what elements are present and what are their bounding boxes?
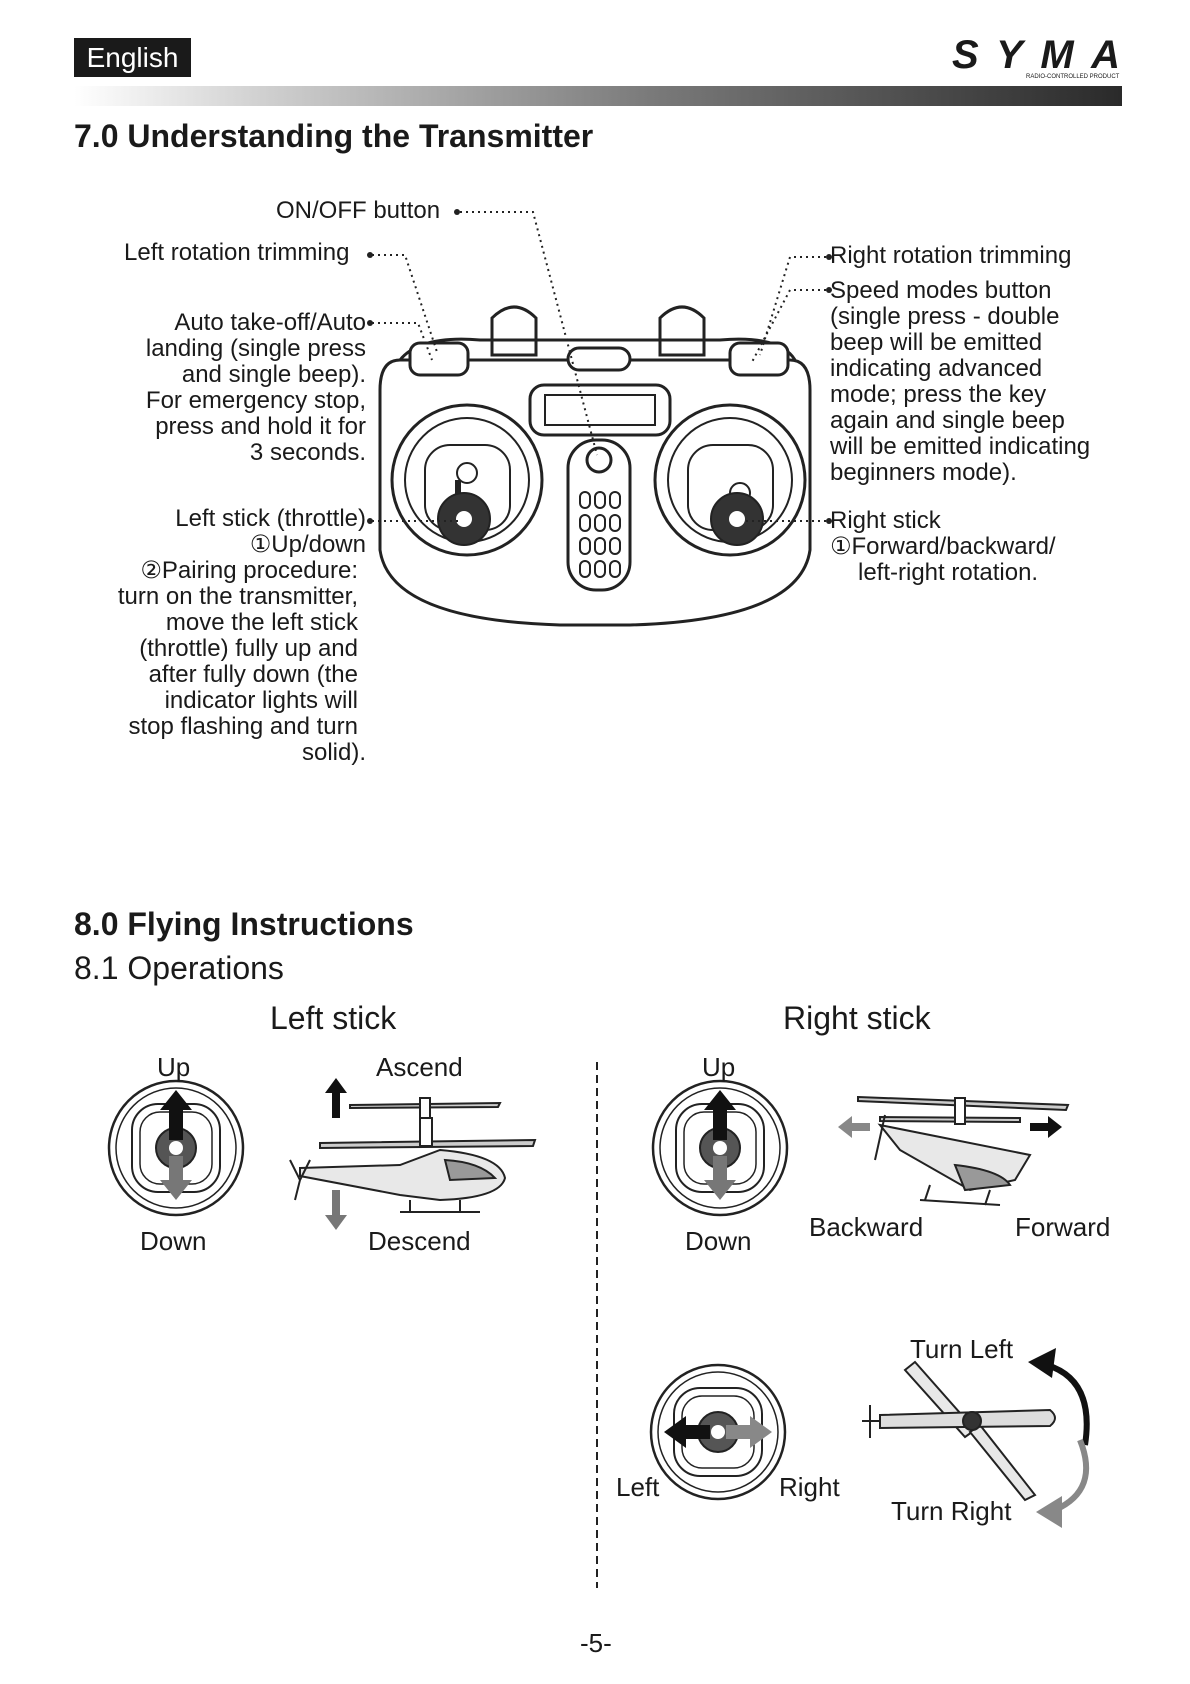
label-left-stick: Left stick (throttle) ①Up/down ②Pairing …	[117, 505, 366, 766]
turn-left-arrow-body	[1046, 1362, 1090, 1446]
right-label: Right	[779, 1472, 840, 1502]
backward-arrow	[838, 1116, 870, 1138]
header-gradient-bar	[74, 86, 1122, 106]
right-up-label: Up	[702, 1052, 736, 1082]
turn-left-label: Turn Left	[910, 1334, 1014, 1364]
right-stick-gimbal-leftright	[649, 1363, 787, 1501]
page-number: -5-	[580, 1628, 612, 1658]
forward-arrow	[1030, 1116, 1062, 1138]
label-on-off: ON/OFF button	[276, 197, 441, 224]
label-right-stick: Right stick ①Forward/backward/ left-righ…	[830, 507, 1056, 586]
power-button	[585, 446, 613, 474]
left-stick-gimbal	[107, 1079, 245, 1217]
right-antenna	[658, 305, 706, 357]
leader-auto-takeoff	[372, 322, 433, 361]
label-speed-modes: Speed modes button (single press - doubl…	[830, 277, 1091, 486]
section-8-1-subtitle: 8.1 Operations	[74, 950, 284, 986]
left-down-label: Down	[140, 1226, 207, 1256]
right-trim-button	[728, 341, 790, 377]
brand-tagline: RADIO-CONTROLLED PRODUCT	[1026, 74, 1120, 80]
section-7-title: 7.0 Understanding the Transmitter	[74, 118, 594, 154]
helicopter-top-view	[862, 1360, 1056, 1502]
turn-left-arrow-head	[1028, 1348, 1056, 1378]
language-badge: English	[74, 38, 191, 77]
ascend-arrow	[325, 1078, 347, 1118]
forward-label: Forward	[1015, 1212, 1111, 1242]
turn-right-label: Turn Right	[891, 1496, 1012, 1526]
left-antenna	[490, 305, 538, 357]
ascend-label: Ascend	[376, 1052, 463, 1082]
turn-right-arrow-head	[1036, 1496, 1062, 1528]
top-center-button	[566, 346, 632, 372]
descend-arrow	[325, 1190, 347, 1230]
left-up-label: Up	[157, 1052, 191, 1082]
helicopter-ascend-descend	[289, 1097, 537, 1213]
label-auto-takeoff: Auto take-off/Auto landing (single press…	[145, 309, 366, 466]
section-8-title: 8.0 Flying Instructions	[74, 906, 414, 942]
descend-label: Descend	[368, 1226, 471, 1256]
left-trim-button	[408, 341, 470, 377]
leader-speed-modes	[751, 289, 826, 363]
leader-on-off	[460, 211, 598, 456]
leader-right-trim	[759, 256, 826, 356]
display-screen	[544, 394, 656, 426]
label-right-rotation-trim: Right rotation trimming	[830, 242, 1072, 269]
right-stick-heading: Right stick	[783, 1000, 931, 1036]
right-stick-gimbal-updown	[651, 1079, 789, 1217]
left-stick-heading: Left stick	[270, 1000, 397, 1036]
left-label: Left	[616, 1472, 660, 1502]
label-left-rotation-trim: Left rotation trimming	[124, 239, 350, 266]
helicopter-forward-backward	[857, 1095, 1070, 1206]
backward-label: Backward	[809, 1212, 924, 1242]
right-down-label: Down	[685, 1226, 752, 1256]
syma-logo: SYMA RADIO-CONTROLLED PRODUCT	[952, 36, 1120, 80]
turn-right-arrow-body	[1053, 1438, 1090, 1513]
